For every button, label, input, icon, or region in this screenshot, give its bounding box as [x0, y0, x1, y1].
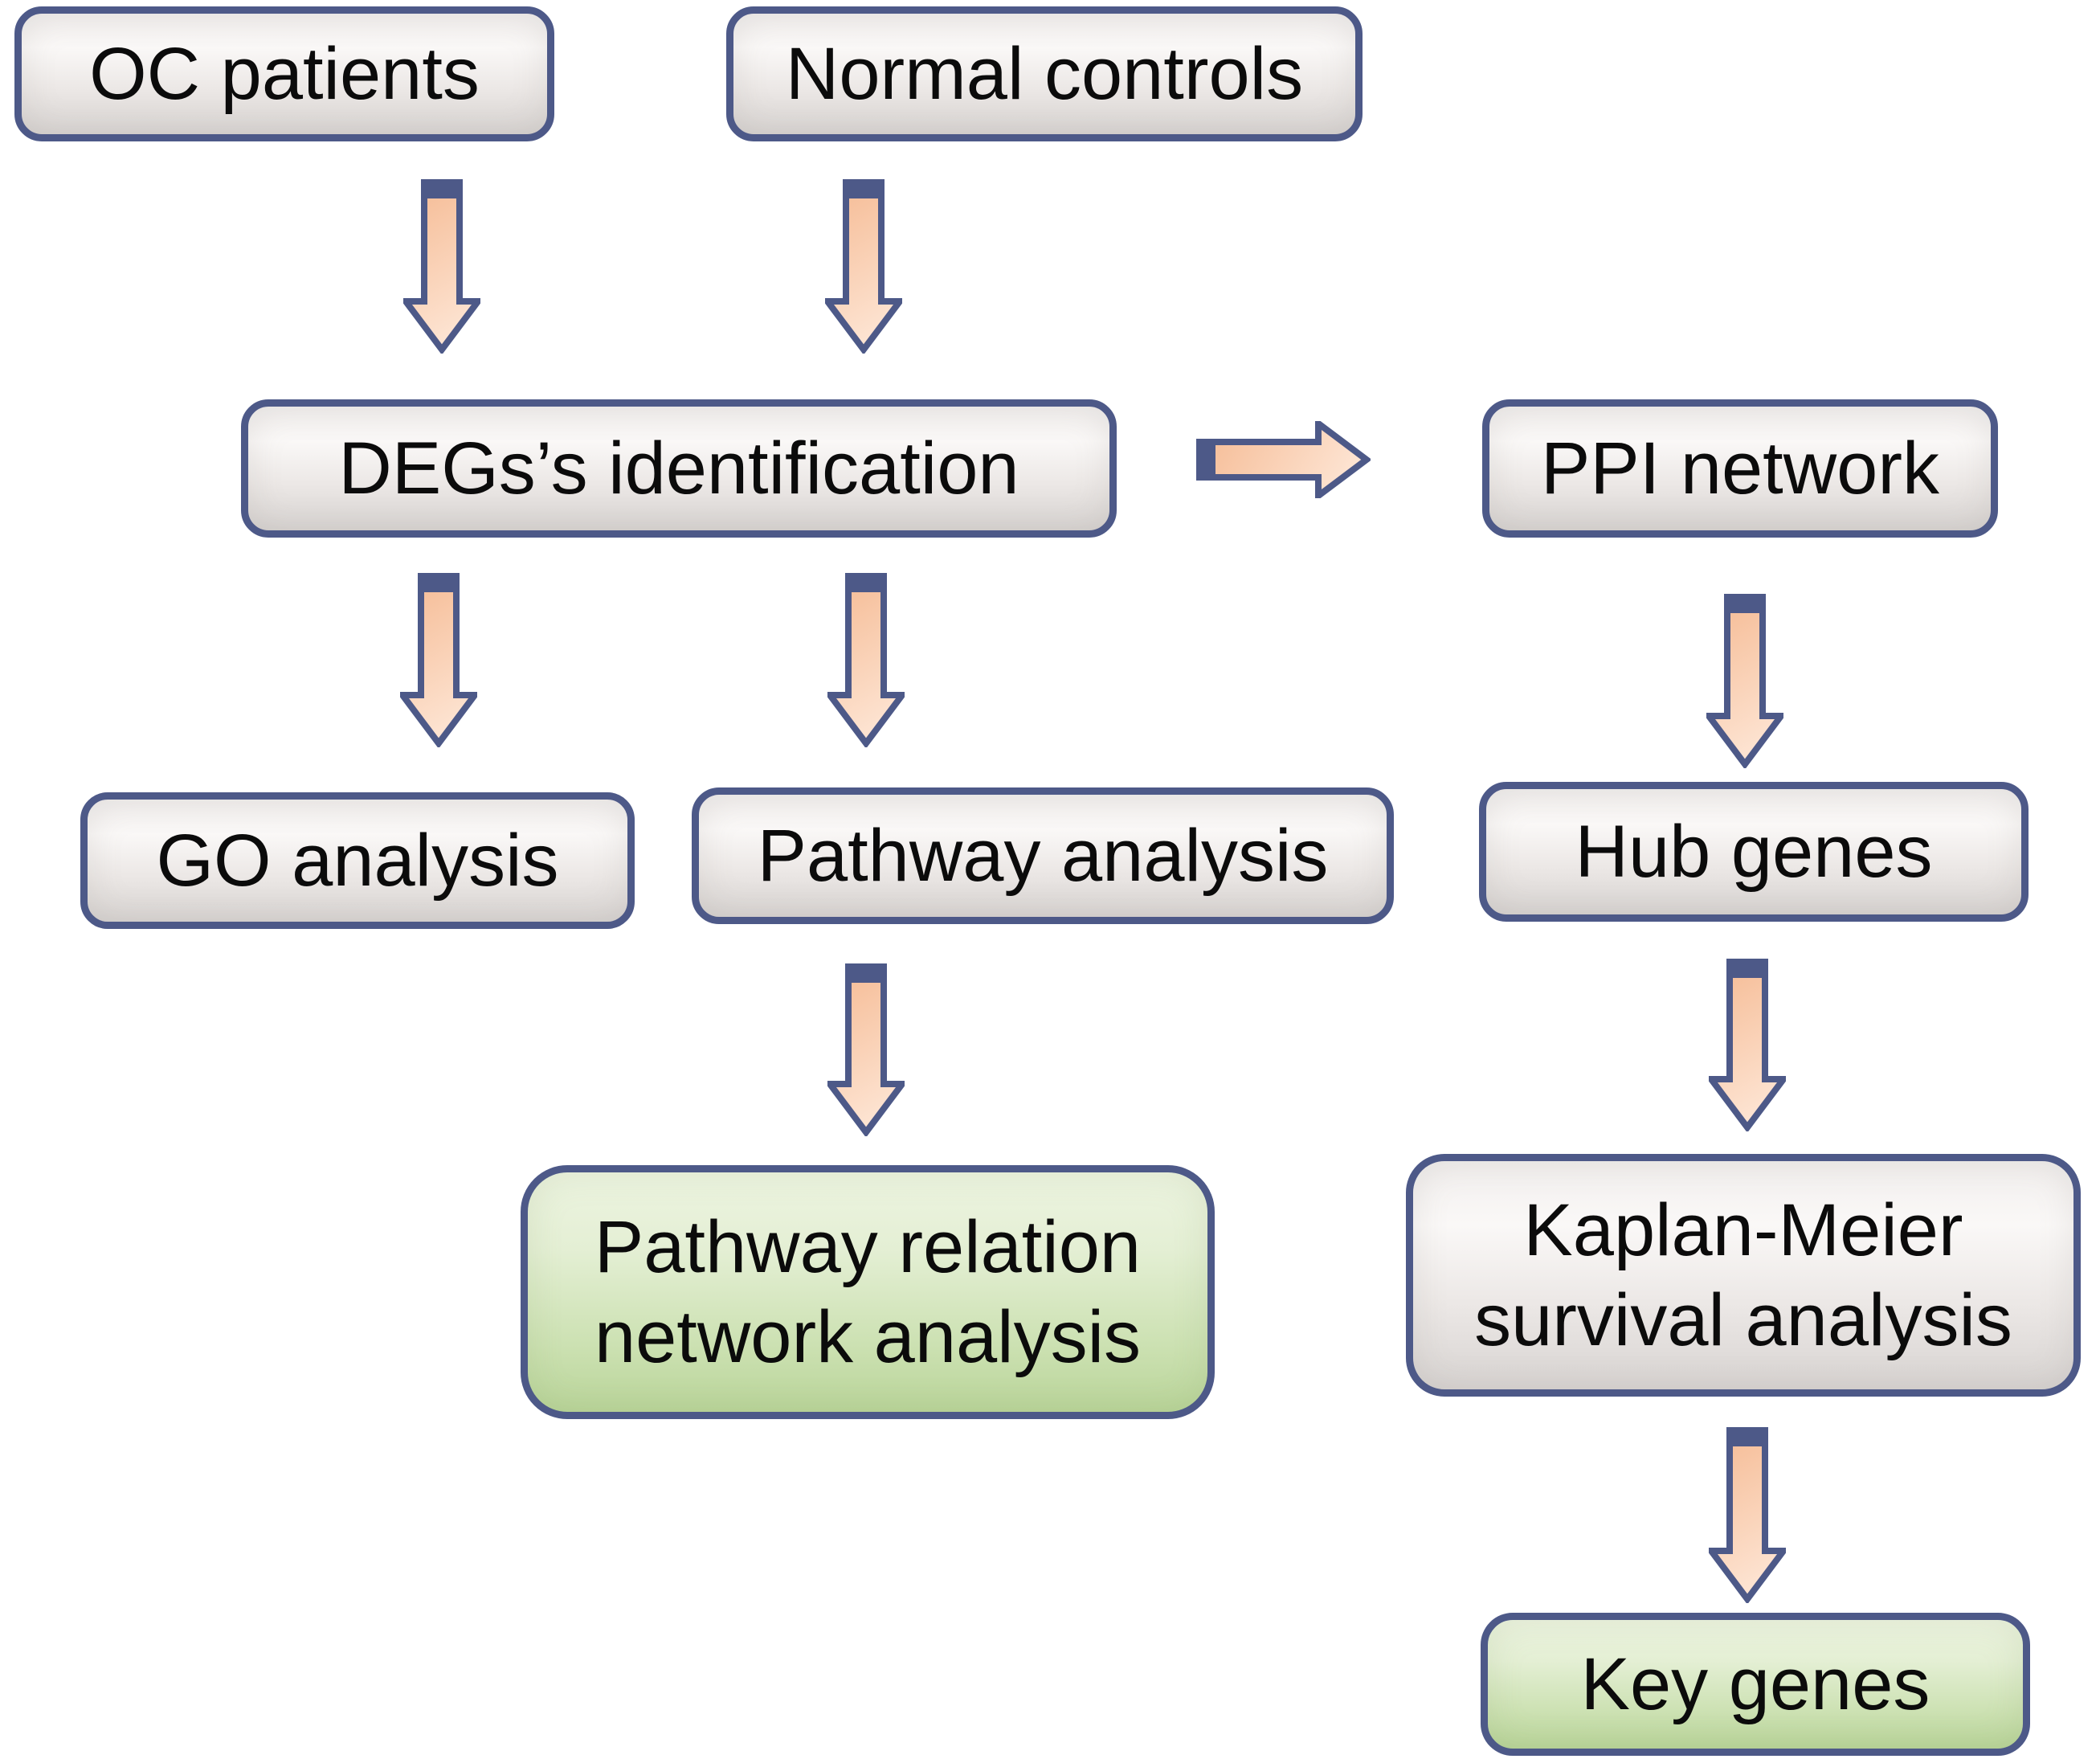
node-degs-identification-label: DEGs’s identification: [338, 427, 1019, 509]
node-key-genes-label: Key genes: [1580, 1642, 1930, 1725]
arrow-down-icon-hub-to-km: [1709, 959, 1786, 1131]
node-kaplan-meier-line2: survival analysis: [1474, 1279, 2012, 1361]
node-pathway-relation-line1: Pathway relation: [594, 1205, 1142, 1288]
node-go-analysis: GO analysis: [80, 792, 635, 929]
arrow-right-icon-degs-to-ppi: [1196, 421, 1371, 498]
arrow-down-icon-degs-to-go: [400, 573, 477, 747]
arrow-down-icon-controls-to-degs: [825, 179, 902, 354]
node-pathway-relation-network-analysis: Pathway relation network analysis: [521, 1165, 1215, 1419]
node-normal-controls: Normal controls: [726, 6, 1363, 141]
node-normal-controls-label: Normal controls: [785, 32, 1304, 115]
node-kaplan-meier-line1: Kaplan-Meier: [1523, 1188, 1963, 1271]
node-pathway-analysis-label: Pathway analysis: [757, 814, 1329, 897]
node-pathway-relation-line2: network analysis: [594, 1296, 1142, 1378]
node-degs-identification: DEGs’s identification: [241, 399, 1117, 538]
node-kaplan-meier-survival-analysis: Kaplan-Meier survival analysis: [1406, 1154, 2081, 1397]
node-ppi-network: PPI network: [1482, 399, 1998, 538]
arrow-down-icon-pathway-to-relation: [827, 963, 905, 1136]
node-key-genes: Key genes: [1481, 1613, 2030, 1756]
node-hub-genes: Hub genes: [1479, 782, 2029, 922]
arrow-down-icon-km-to-key: [1709, 1427, 1786, 1603]
node-hub-genes-label: Hub genes: [1575, 810, 1933, 893]
arrow-down-icon-oc-to-degs: [403, 179, 480, 354]
node-oc-patients-label: OC patients: [89, 32, 480, 115]
node-oc-patients: OC patients: [14, 6, 554, 141]
node-pathway-analysis: Pathway analysis: [692, 787, 1394, 924]
node-ppi-network-label: PPI network: [1541, 427, 1939, 509]
node-go-analysis-label: GO analysis: [156, 819, 559, 902]
arrow-down-icon-degs-to-pathway: [827, 573, 905, 747]
arrow-down-icon-ppi-to-hub: [1706, 594, 1783, 768]
